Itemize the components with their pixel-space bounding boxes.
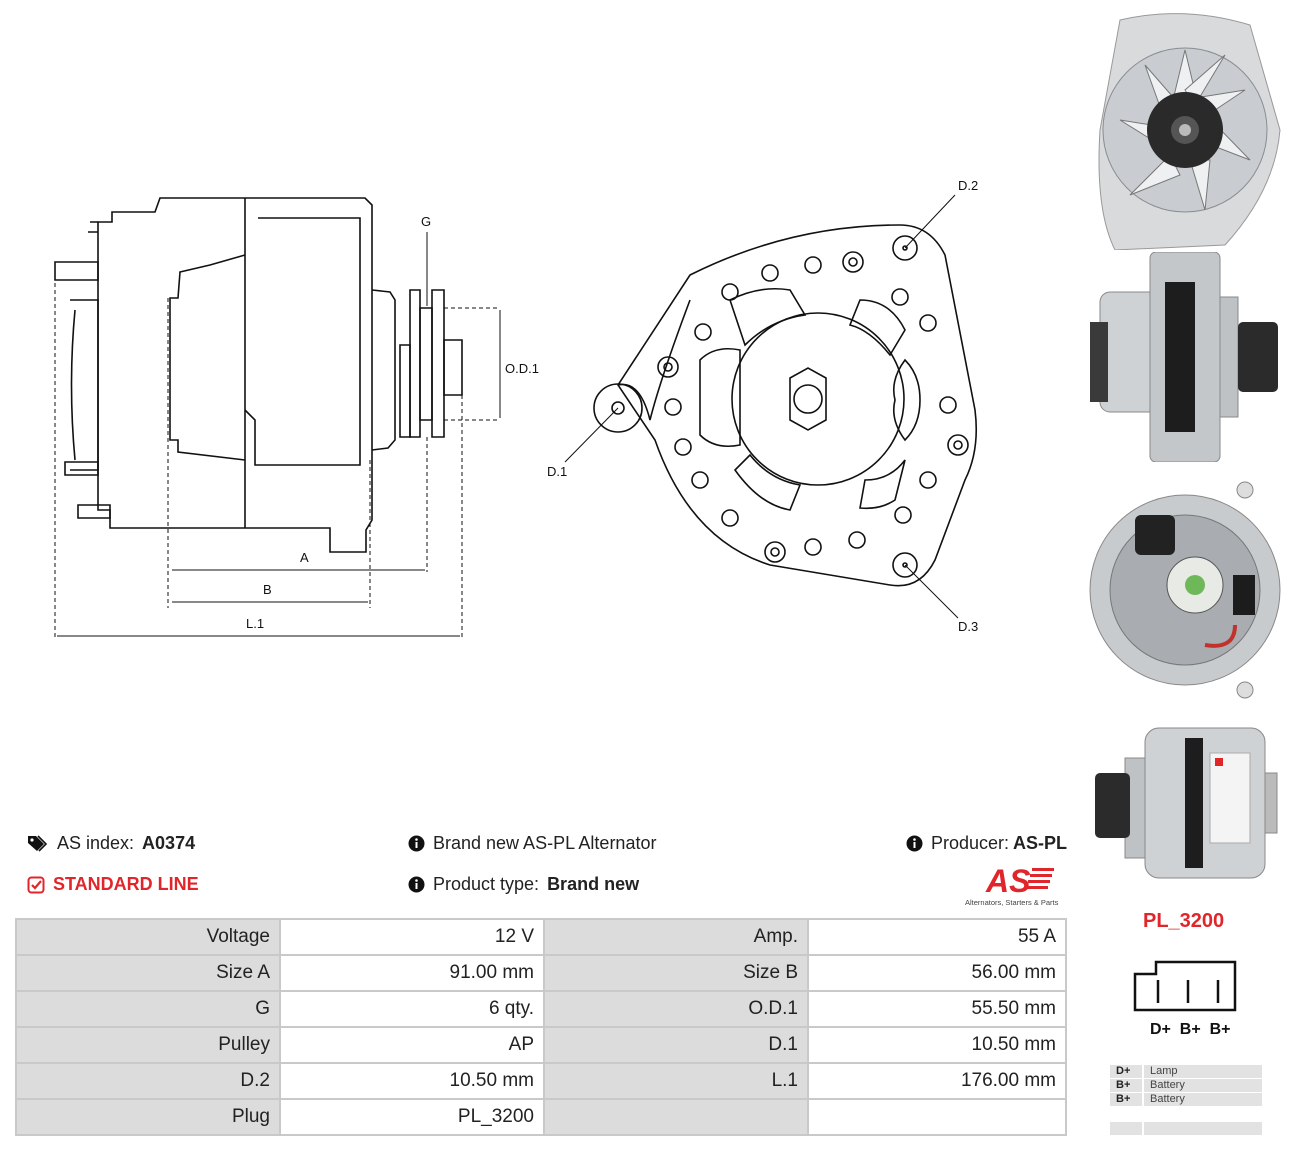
plug-legend: D+Lamp B+Battery B+Battery bbox=[1110, 1065, 1262, 1107]
spec-value: PL_3200 bbox=[279, 1098, 545, 1136]
legend-row: B+Battery bbox=[1110, 1093, 1262, 1106]
legend-key bbox=[1110, 1122, 1142, 1135]
table-row: Plug PL_3200 bbox=[15, 1098, 1067, 1136]
legend-key: B+ bbox=[1110, 1079, 1142, 1092]
brand-text: Brand new AS-PL Alternator bbox=[433, 833, 657, 853]
label-a: A bbox=[300, 550, 309, 565]
spec-label: D.2 bbox=[15, 1062, 281, 1100]
spec-value: 55.50 mm bbox=[807, 990, 1067, 1028]
spec-label: Size A bbox=[15, 954, 281, 992]
info-icon bbox=[408, 835, 425, 852]
standard-line: STANDARD LINE bbox=[27, 874, 199, 895]
producer-label: Producer: bbox=[931, 833, 1010, 853]
plug-legend-blank bbox=[1110, 1122, 1262, 1136]
brand-info: Brand new AS-PL Alternator bbox=[408, 833, 656, 854]
label-d3: D.3 bbox=[958, 619, 978, 634]
as-pl-logo: AS Alternators, Starters & Parts bbox=[965, 863, 1059, 907]
product-photo-rear bbox=[1089, 481, 1281, 699]
spec-label: Plug bbox=[15, 1098, 281, 1136]
table-row: Pulley AP D.1 10.50 mm bbox=[15, 1026, 1067, 1064]
product-photo-front bbox=[1098, 13, 1281, 250]
spec-label: Voltage bbox=[15, 918, 281, 956]
label-d1: D.1 bbox=[547, 464, 567, 479]
legend-key: D+ bbox=[1110, 1065, 1142, 1078]
product-photo-side bbox=[1090, 252, 1278, 462]
spec-table: Voltage 12 V Amp. 55 A Size A 91.00 mm S… bbox=[15, 918, 1067, 1136]
tags-icon bbox=[28, 834, 48, 852]
spec-label: Amp. bbox=[543, 918, 809, 956]
spec-label: Pulley bbox=[15, 1026, 281, 1064]
spec-value: 10.50 mm bbox=[807, 1026, 1067, 1064]
plug-name: PL_3200 bbox=[1143, 910, 1225, 932]
spec-label bbox=[543, 1098, 809, 1136]
plug-pins: D+ B+ B+ bbox=[1150, 1021, 1230, 1038]
technical-drawing: G O.D.1 A B L.1 D.1 D.2 D.3 bbox=[54, 178, 978, 640]
producer-value: AS-PL bbox=[1013, 833, 1068, 853]
legend-key: B+ bbox=[1110, 1093, 1142, 1106]
table-row: Size A 91.00 mm Size B 56.00 mm bbox=[15, 954, 1067, 992]
spec-label: L.1 bbox=[543, 1062, 809, 1100]
product-type-value: Brand new bbox=[547, 874, 640, 894]
check-square-icon bbox=[27, 876, 45, 893]
as-index-value: A0374 bbox=[142, 833, 196, 853]
spec-label: O.D.1 bbox=[543, 990, 809, 1028]
product-type: Product type: Brand new bbox=[408, 874, 639, 895]
legend-value bbox=[1144, 1122, 1262, 1135]
product-photo-side-label bbox=[1095, 727, 1278, 879]
spec-value: 55 A bbox=[807, 918, 1067, 956]
legend-row: D+Lamp bbox=[1110, 1065, 1262, 1078]
legend-row bbox=[1110, 1122, 1262, 1135]
legend-value: Battery bbox=[1144, 1079, 1262, 1092]
label-d2: D.2 bbox=[958, 178, 978, 193]
logo-tagline: Alternators, Starters & Parts bbox=[965, 898, 1059, 907]
logo-text: AS bbox=[985, 863, 1031, 899]
spec-value: AP bbox=[279, 1026, 545, 1064]
as-index: AS index: A0374 bbox=[27, 833, 195, 854]
spec-label: D.1 bbox=[543, 1026, 809, 1064]
table-row: Voltage 12 V Amp. 55 A bbox=[15, 918, 1067, 956]
legend-value: Battery bbox=[1144, 1093, 1262, 1106]
spec-value: 176.00 mm bbox=[807, 1062, 1067, 1100]
label-od1: O.D.1 bbox=[505, 361, 539, 376]
spec-value: 56.00 mm bbox=[807, 954, 1067, 992]
plug-diagram: D+ B+ B+ bbox=[1133, 960, 1237, 1038]
label-b: B bbox=[263, 582, 272, 597]
producer: Producer: AS-PL bbox=[906, 833, 1067, 854]
legend-row: B+Battery bbox=[1110, 1079, 1262, 1092]
spec-label: Size B bbox=[543, 954, 809, 992]
spec-label: G bbox=[15, 990, 281, 1028]
label-l1: L.1 bbox=[246, 616, 264, 631]
spec-value: 12 V bbox=[279, 918, 545, 956]
spec-value: 91.00 mm bbox=[279, 954, 545, 992]
standard-line-label: STANDARD LINE bbox=[53, 874, 199, 894]
table-row: G 6 qty. O.D.1 55.50 mm bbox=[15, 990, 1067, 1028]
info-icon bbox=[906, 835, 923, 852]
spec-value: 10.50 mm bbox=[279, 1062, 545, 1100]
product-type-label: Product type: bbox=[433, 874, 540, 894]
info-icon bbox=[408, 876, 425, 893]
spec-value: 6 qty. bbox=[279, 990, 545, 1028]
as-index-label: AS index: bbox=[57, 833, 135, 853]
table-row: D.2 10.50 mm L.1 176.00 mm bbox=[15, 1062, 1067, 1100]
spec-value bbox=[807, 1098, 1067, 1136]
legend-value: Lamp bbox=[1144, 1065, 1262, 1078]
label-g: G bbox=[421, 214, 431, 229]
